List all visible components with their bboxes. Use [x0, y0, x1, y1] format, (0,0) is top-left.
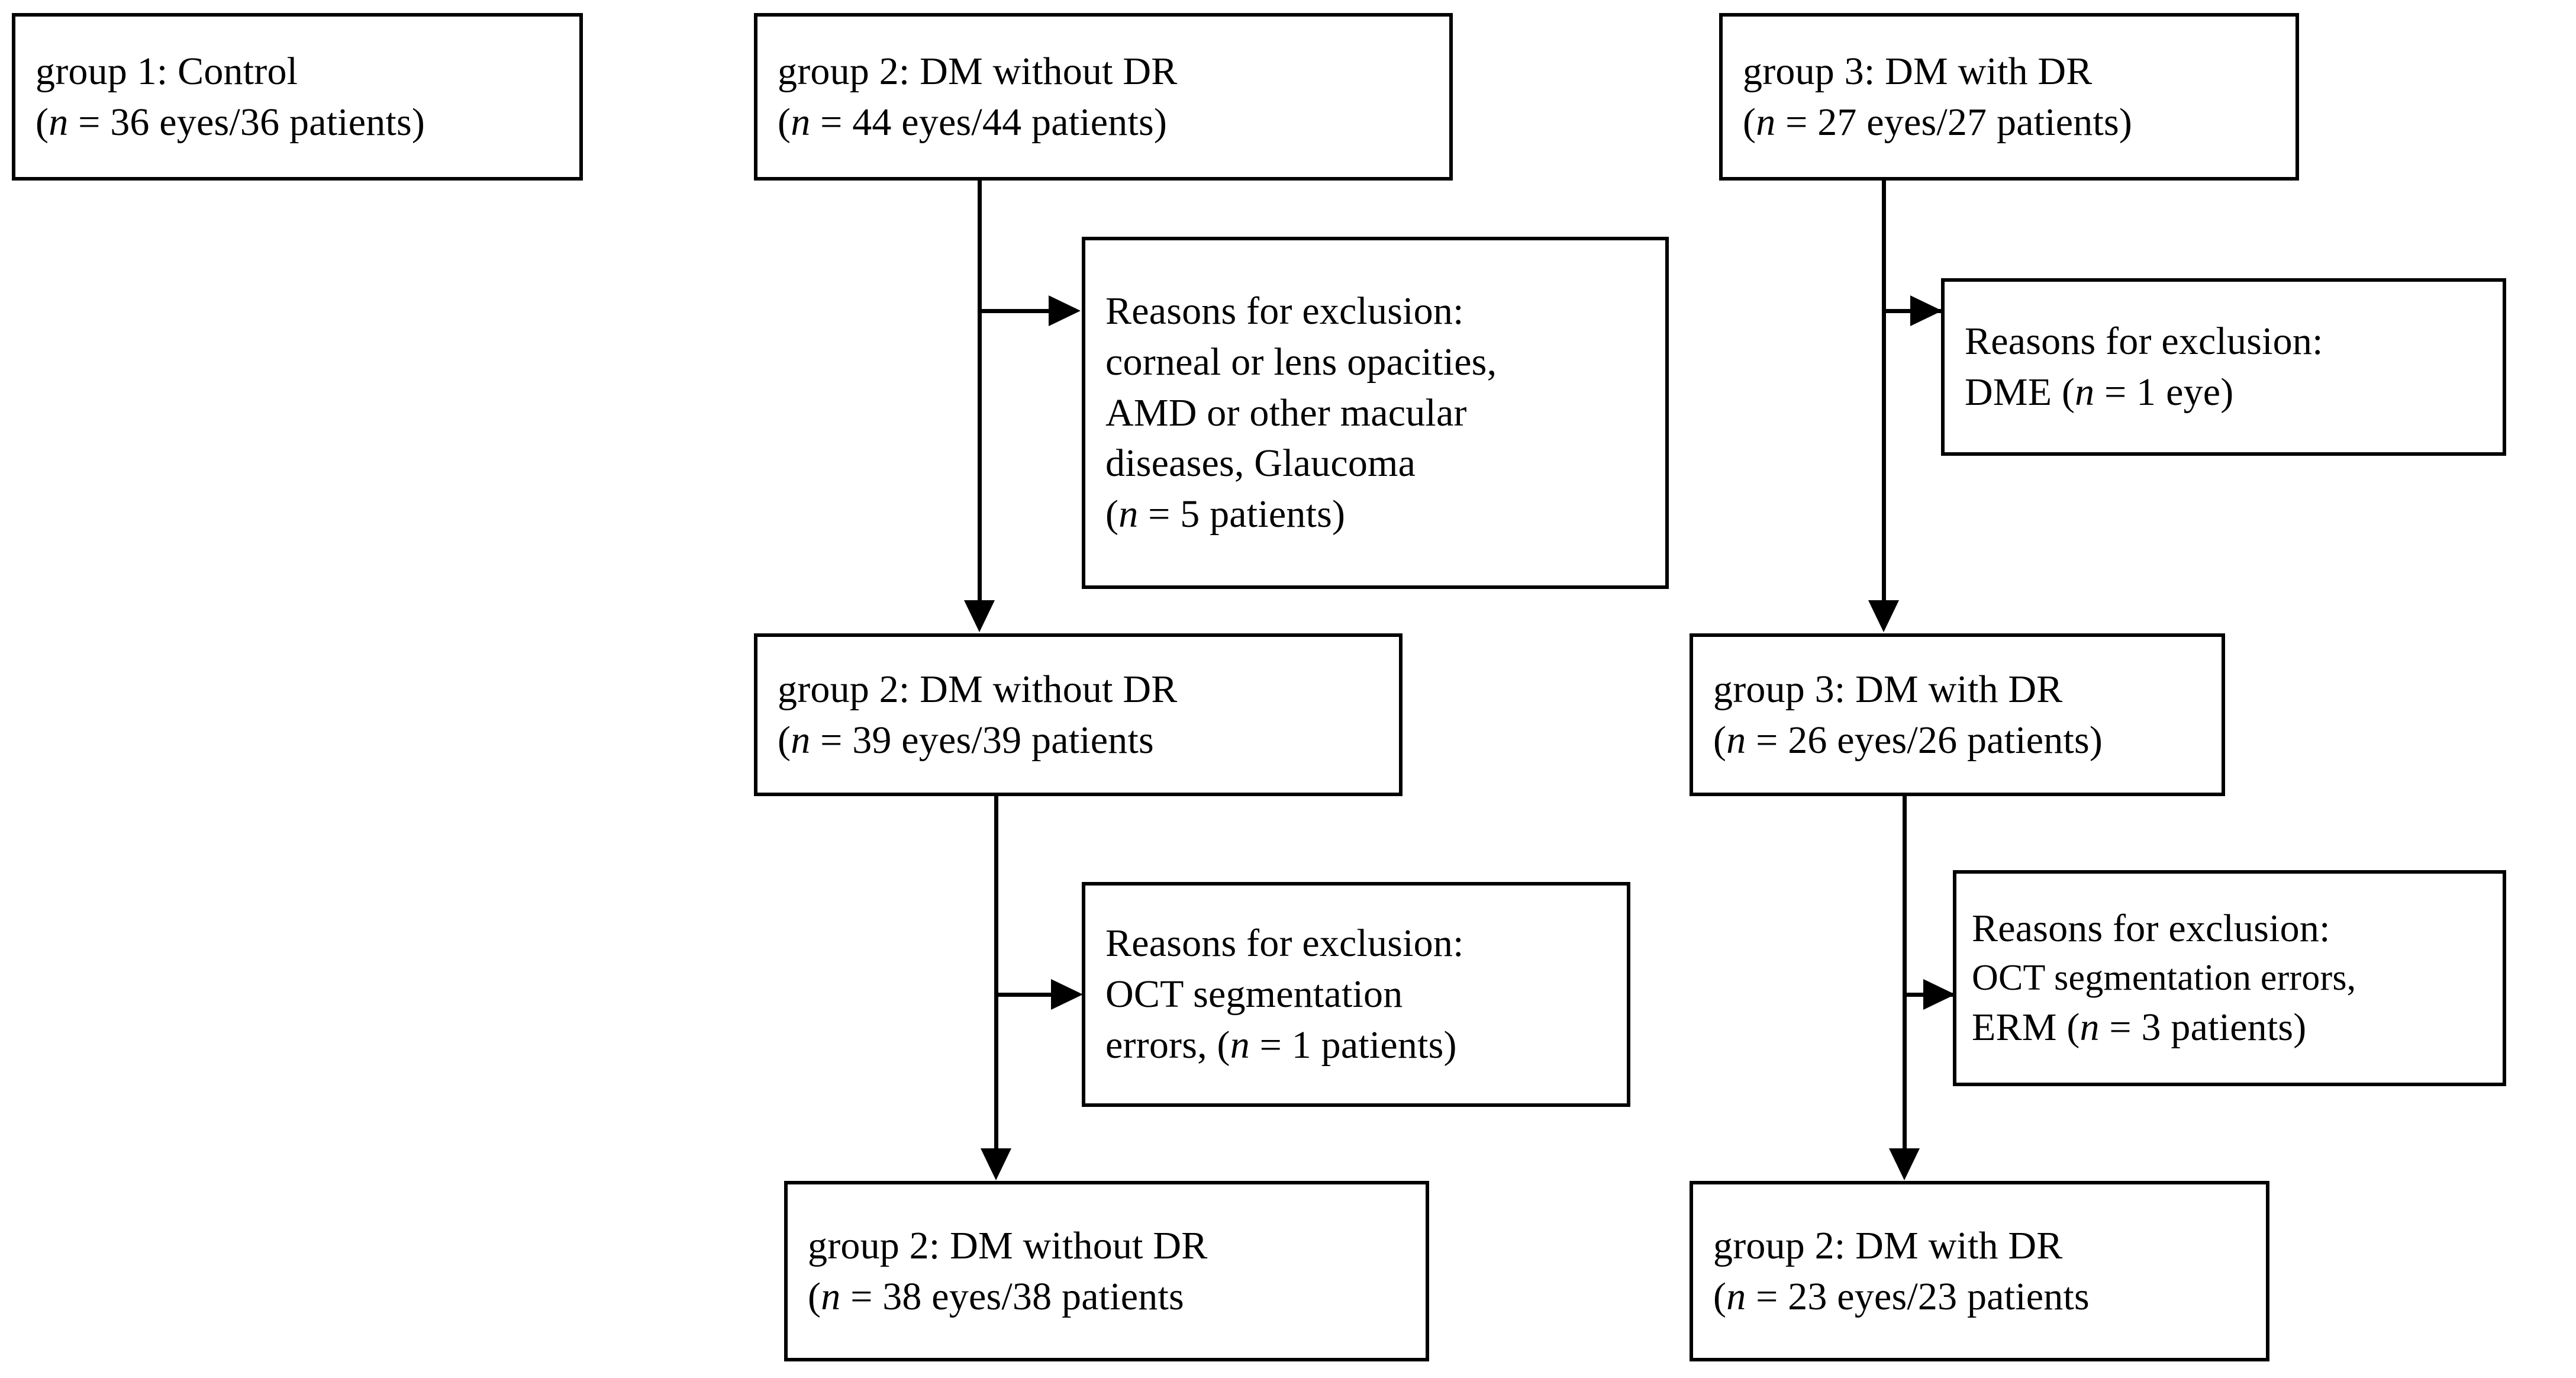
arrow-g3-into-second: [1868, 600, 1899, 632]
connector-g2-trunk-1: [978, 181, 982, 601]
group1-line1: group 1: Control: [36, 49, 298, 93]
arrow-g3-into-exclusion-1: [1910, 295, 1942, 326]
node-exclusion-group3-second: Reasons for exclusion: OCT segmentation …: [1953, 870, 2506, 1086]
excl-g2-first-line4: diseases, Glaucoma: [1105, 442, 1416, 485]
excl-g2-second-line3: errors, (n = 1 patients): [1105, 1023, 1457, 1067]
group2-initial-line2: (n = 44 eyes/44 patients): [778, 100, 1168, 144]
excl-g3-first-line1: Reasons for exclusion:: [1965, 320, 2323, 363]
excl-g2-first-line5: (n = 5 patients): [1105, 492, 1346, 536]
excl-g3-second-line1: Reasons for exclusion:: [1972, 907, 2330, 951]
group3-initial-line1: group 3: DM with DR: [1743, 49, 2093, 93]
group3-final-line1: group 2: DM with DR: [1713, 1224, 2063, 1267]
excl-g2-second-line1: Reasons for exclusion:: [1105, 922, 1464, 965]
connector-g2-branch-2: [994, 993, 1053, 997]
n-symbol: n: [1726, 718, 1746, 762]
group3-second-line1: group 3: DM with DR: [1713, 667, 2063, 711]
arrow-g2-into-exclusion-2: [1051, 979, 1083, 1010]
excl-g3-second-line3: ERM (n = 3 patients): [1972, 1005, 2307, 1049]
node-exclusion-group2-first: Reasons for exclusion: corneal or lens o…: [1082, 237, 1669, 589]
node-group3-initial: group 3: DM with DR (n = 27 eyes/27 pati…: [1719, 13, 2299, 181]
excl-g3-second-line2: OCT segmentation errors,: [1972, 958, 2356, 999]
excl-g2-first-line3: AMD or other macular: [1105, 391, 1467, 434]
connector-g2-branch-1: [978, 309, 1050, 313]
excl-g3-first-line2: DME (n = 1 eye): [1965, 371, 2234, 414]
node-group2-initial: group 2: DM without DR (n = 44 eyes/44 p…: [754, 13, 1453, 181]
node-group3-second: group 3: DM with DR (n = 26 eyes/26 pati…: [1690, 633, 2225, 796]
n-symbol: n: [791, 718, 811, 762]
group3-final-line2: (n = 23 eyes/23 patients: [1713, 1274, 2090, 1318]
connector-g2-trunk-2: [994, 796, 998, 1149]
group2-second-line1: group 2: DM without DR: [778, 667, 1178, 711]
connector-g3-trunk-1: [1882, 181, 1886, 601]
node-exclusion-group3-first: Reasons for exclusion: DME (n = 1 eye): [1941, 278, 2506, 456]
n-symbol: n: [1118, 492, 1139, 536]
arrow-g2-into-final: [981, 1148, 1011, 1180]
node-group2-second: group 2: DM without DR (n = 39 eyes/39 p…: [754, 633, 1403, 796]
arrow-g3-into-final: [1889, 1148, 1920, 1180]
n-symbol: n: [791, 100, 811, 144]
node-group1-control: group 1: Control (n = 36 eyes/36 patient…: [12, 13, 583, 181]
arrow-g3-into-exclusion-2: [1923, 979, 1955, 1010]
node-group3-final: group 2: DM with DR (n = 23 eyes/23 pati…: [1690, 1181, 2269, 1361]
arrow-g2-into-exclusion-1: [1049, 295, 1081, 326]
n-symbol: n: [49, 100, 69, 144]
group1-line2: (n = 36 eyes/36 patients): [36, 100, 425, 144]
node-exclusion-group2-second: Reasons for exclusion: OCT segmentation …: [1082, 882, 1630, 1107]
group3-initial-line2: (n = 27 eyes/27 patients): [1743, 100, 2133, 144]
group2-initial-line1: group 2: DM without DR: [778, 49, 1178, 93]
group3-second-line2: (n = 26 eyes/26 patients): [1713, 718, 2103, 762]
n-symbol: n: [2080, 1005, 2100, 1049]
group2-final-line1: group 2: DM without DR: [808, 1224, 1208, 1267]
excl-g2-second-line2: OCT segmentation: [1105, 973, 1403, 1016]
group2-final-line2: (n = 38 eyes/38 patients: [808, 1274, 1184, 1318]
n-symbol: n: [2075, 371, 2095, 414]
connector-g3-trunk-2: [1903, 796, 1907, 1149]
n-symbol: n: [1726, 1274, 1746, 1318]
n-symbol: n: [821, 1274, 841, 1318]
excl-g2-first-line1: Reasons for exclusion:: [1105, 289, 1464, 333]
excl-g2-first-line2: corneal or lens opacities,: [1105, 340, 1497, 384]
arrow-g2-into-second: [964, 600, 995, 632]
n-symbol: n: [1230, 1023, 1250, 1067]
n-symbol: n: [1756, 100, 1776, 144]
node-group2-final: group 2: DM without DR (n = 38 eyes/38 p…: [784, 1181, 1429, 1361]
group2-second-line2: (n = 39 eyes/39 patients: [778, 718, 1154, 762]
